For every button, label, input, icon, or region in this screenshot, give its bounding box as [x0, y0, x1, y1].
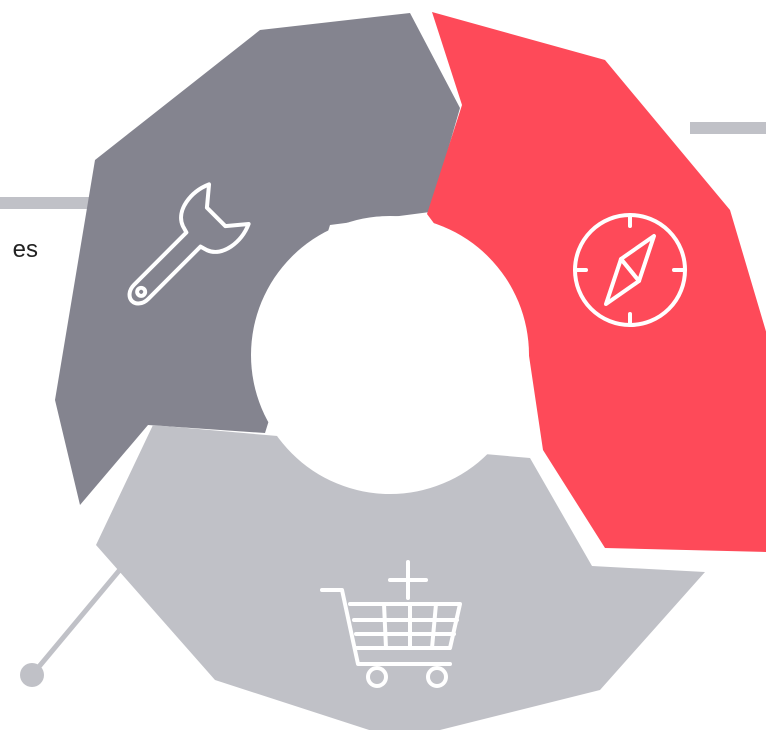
- wrench-icon: [127, 182, 251, 306]
- segment-navigation: [427, 12, 766, 552]
- segment-shopping: [96, 425, 705, 730]
- segment-tools: [55, 13, 460, 505]
- connector-lines: [0, 122, 766, 687]
- connector-bottom-left: [30, 558, 130, 677]
- compass-icon: [573, 213, 687, 327]
- ring: [55, 12, 766, 730]
- connector-top-right: [690, 122, 766, 134]
- clipped-label-text: es: [12, 236, 38, 263]
- ring-center: [251, 216, 529, 494]
- cart-plus-icon: [320, 560, 462, 688]
- connector-left: [0, 197, 95, 209]
- connector-dot: [20, 663, 44, 687]
